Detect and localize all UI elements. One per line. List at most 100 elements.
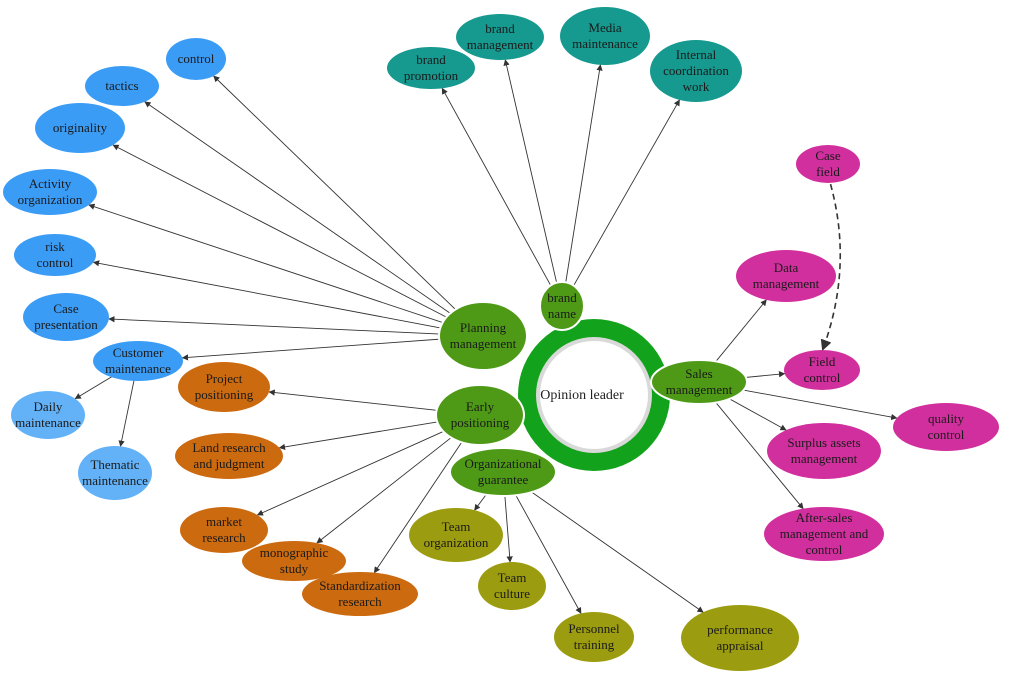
node-control-label: control xyxy=(178,51,215,66)
node-brand-shape xyxy=(539,281,585,331)
node-project-shape xyxy=(178,362,270,412)
node-thematic-shape xyxy=(78,446,152,500)
edge-sales-to-quality xyxy=(723,386,898,421)
edge-org-to-team_culture xyxy=(503,485,513,563)
node-personnel-shape xyxy=(554,612,634,662)
node-daily-shape xyxy=(11,391,85,439)
edge-early-to-project xyxy=(268,389,457,413)
edge-planning-to-risk xyxy=(92,260,460,332)
edge-early-to-land xyxy=(278,418,457,450)
edge-early-to-standard xyxy=(373,429,471,574)
node-mono-shape xyxy=(242,541,346,581)
node-standard-shape xyxy=(302,572,418,616)
edge-sales-to-data_mgmt xyxy=(707,299,767,371)
edge-customer-to-thematic xyxy=(118,371,137,447)
edge-early-to-market xyxy=(256,423,460,516)
node-land-shape xyxy=(175,433,283,479)
edge-brand-to-brand_mgmt xyxy=(503,59,560,294)
center-core xyxy=(540,341,648,449)
node-team_culture-shape xyxy=(478,562,546,610)
node-activity-shape xyxy=(3,169,97,215)
node-originality-label: originality xyxy=(53,120,108,135)
edge-brand-to-media xyxy=(563,64,603,294)
edge-planning-to-activity xyxy=(88,203,461,330)
edge-early-to-mono xyxy=(316,427,465,544)
node-performance-shape xyxy=(681,605,799,671)
node-internal-shape xyxy=(650,40,742,102)
node-data_mgmt-shape xyxy=(736,250,836,302)
edges-layer xyxy=(74,59,898,614)
edge-planning-to-tactics xyxy=(144,101,466,324)
edge-case_field-to-field_ctrl xyxy=(820,174,841,352)
node-field_ctrl-shape xyxy=(784,350,860,390)
node-sales-shape xyxy=(650,359,748,405)
node-surplus-shape xyxy=(767,423,881,479)
node-org-shape xyxy=(449,447,557,497)
node-case_pres-shape xyxy=(23,293,109,341)
node-brand_promo-shape xyxy=(387,47,475,89)
edge-org-to-personnel xyxy=(509,484,582,614)
edge-planning-to-case_pres xyxy=(108,316,459,336)
edge-sales-to-after_sales xyxy=(707,393,804,510)
node-market-shape xyxy=(180,507,268,553)
edge-org-to-performance xyxy=(518,482,704,613)
edge-brand-to-brand_promo xyxy=(441,87,557,295)
node-case_field-shape xyxy=(796,145,860,183)
node-after_sales-shape xyxy=(764,507,884,561)
node-originality: originality xyxy=(35,103,125,153)
node-team_org-shape xyxy=(409,508,503,562)
edge-planning-to-customer xyxy=(181,337,459,361)
node-risk-shape xyxy=(14,234,96,276)
edge-planning-to-control xyxy=(213,75,469,322)
node-tactics: tactics xyxy=(85,66,159,106)
node-control: control xyxy=(166,38,226,80)
edge-planning-to-originality xyxy=(112,144,464,327)
